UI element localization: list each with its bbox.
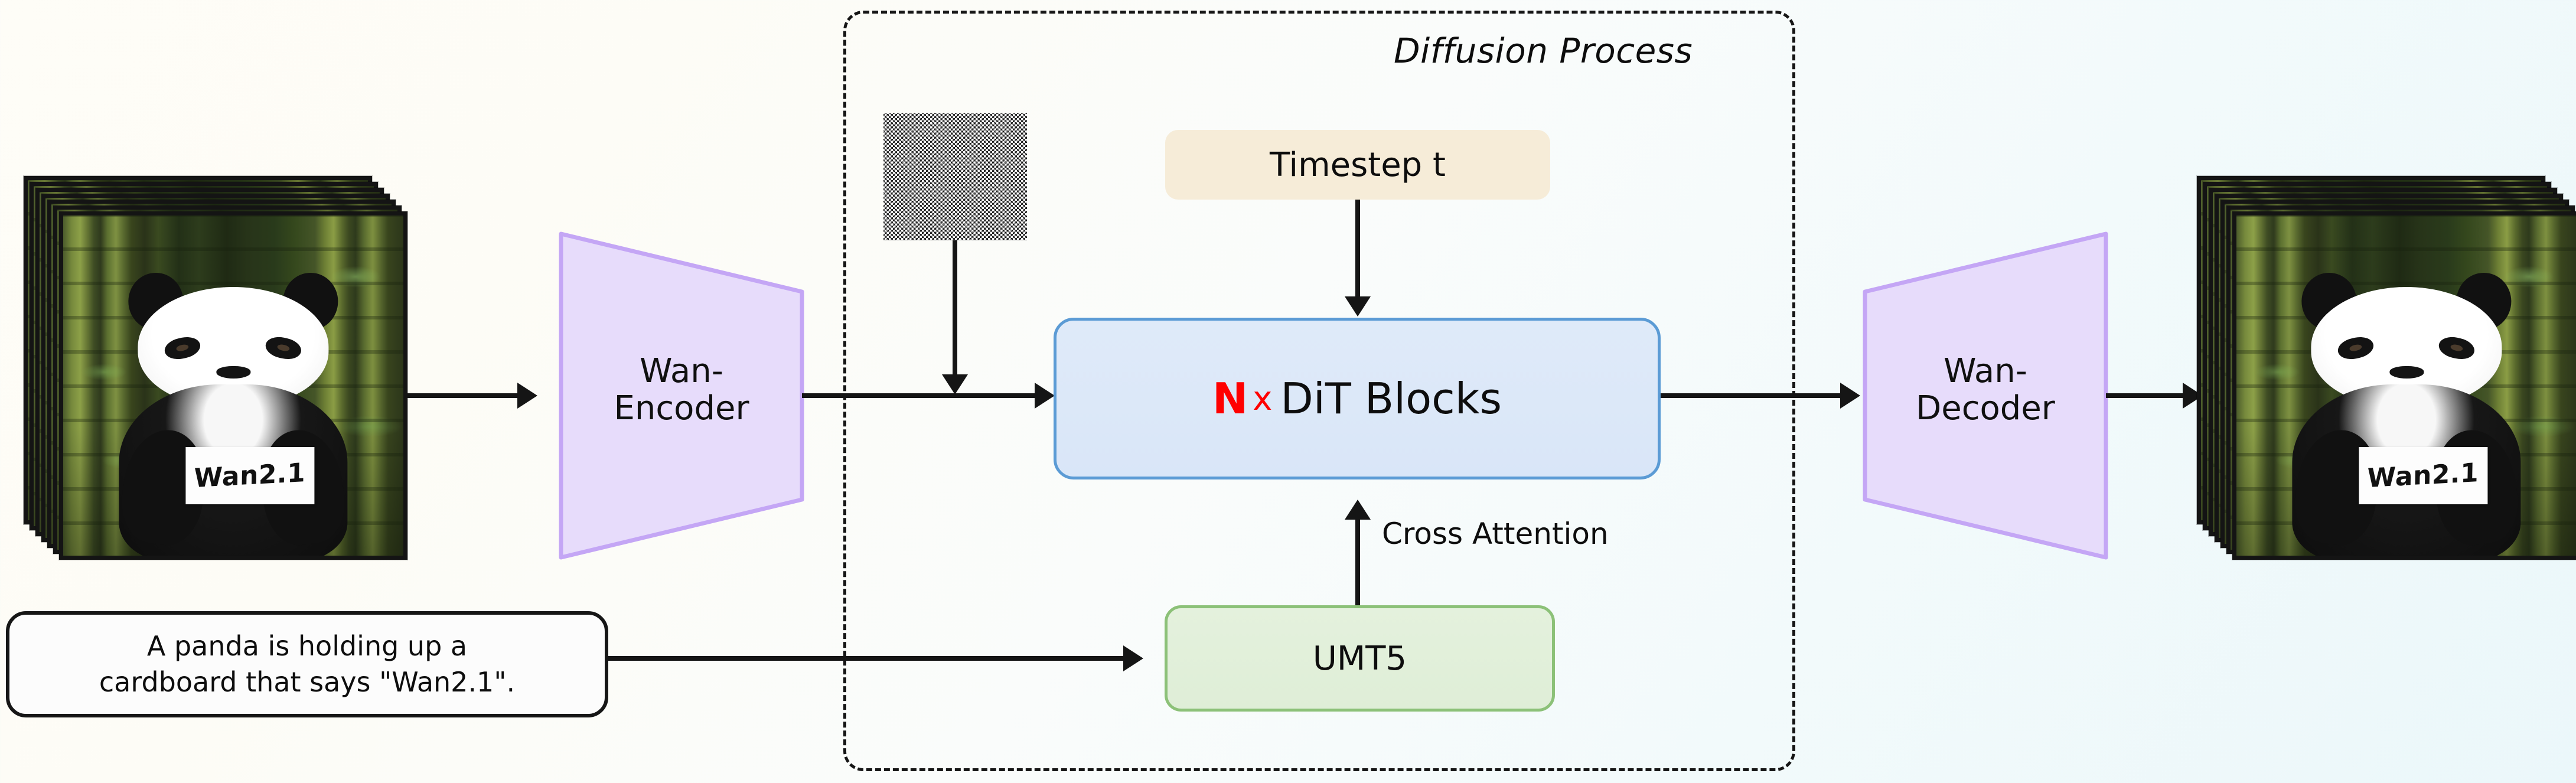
prompt-line-1: A panda is holding up a: [146, 630, 468, 663]
cardboard-sign-text: Wan2.1: [2367, 457, 2480, 494]
cardboard-sign: Wan2.1: [185, 447, 315, 504]
edge-noise-to-trunk: [953, 240, 957, 376]
dit-blocks-label: DiT Blocks: [1280, 374, 1502, 423]
diffusion-process-region: [843, 11, 1795, 771]
edge-prompt-to-umt5: [608, 656, 1124, 661]
wan-encoder-shape: [559, 231, 804, 560]
input-frame-stack: Wan2.1: [11, 176, 407, 566]
arrowhead-noise-to-trunk: [942, 374, 968, 394]
cardboard-sign: Wan2.1: [2359, 447, 2488, 504]
edge-timestep-to-dit: [1355, 200, 1360, 299]
arrowhead-encoder-to-dit: [1035, 383, 1055, 409]
gaussian-noise-patch: [883, 113, 1027, 240]
dit-multiplier: N: [1212, 374, 1248, 423]
wan-encoder-label-line2: Encoder: [614, 389, 749, 428]
dit-blocks-node[interactable]: N x DiT Blocks: [1054, 318, 1661, 479]
wan-decoder-shape: [1863, 231, 2108, 560]
arrowhead-prompt-to-umt5: [1123, 645, 1143, 671]
wan-decoder-label-line1: Wan-: [1944, 352, 2027, 390]
cardboard-sign-text: Wan2.1: [194, 457, 306, 494]
arrowhead-input-to-encoder: [517, 383, 537, 409]
frame-layer-front: Wan2.1: [59, 211, 407, 560]
wan-encoder-node[interactable]: Wan- Encoder: [557, 230, 806, 561]
umt5-node[interactable]: UMT5: [1165, 605, 1555, 712]
diffusion-process-label: Diffusion Process: [1394, 31, 1693, 71]
edge-encoder-to-dit: [802, 393, 1036, 398]
arrowhead-dit-to-decoder: [1840, 383, 1860, 409]
timestep-node[interactable]: Timestep t: [1165, 130, 1550, 200]
frame-layer-front: Wan2.1: [2232, 211, 2576, 560]
wan-decoder-label-line2: Decoder: [1916, 389, 2055, 428]
dit-times-symbol: x: [1253, 379, 1273, 418]
arrowhead-timestep-to-dit: [1345, 296, 1371, 317]
edge-dit-to-decoder: [1661, 393, 1841, 398]
edge-input-to-encoder: [407, 393, 517, 398]
timestep-label: Timestep t: [1270, 145, 1446, 184]
edge-umt5-to-dit: [1355, 520, 1360, 605]
cross-attention-label: Cross Attention: [1382, 517, 1609, 551]
panda-illustration: Wan2.1: [114, 270, 352, 556]
edge-decoder-to-output: [2106, 393, 2184, 398]
arrowhead-umt5-to-dit: [1345, 500, 1371, 520]
wan-encoder-label-line1: Wan-: [640, 352, 723, 390]
prompt-line-2: cardboard that says "Wan2.1".: [99, 666, 516, 698]
umt5-label: UMT5: [1312, 639, 1407, 678]
output-frame-stack: Wan2.1: [2184, 176, 2576, 566]
wan-decoder-node[interactable]: Wan- Decoder: [1861, 230, 2109, 561]
prompt-textbox[interactable]: A panda is holding up a cardboard that s…: [6, 611, 608, 717]
panda-illustration: Wan2.1: [2287, 270, 2525, 556]
